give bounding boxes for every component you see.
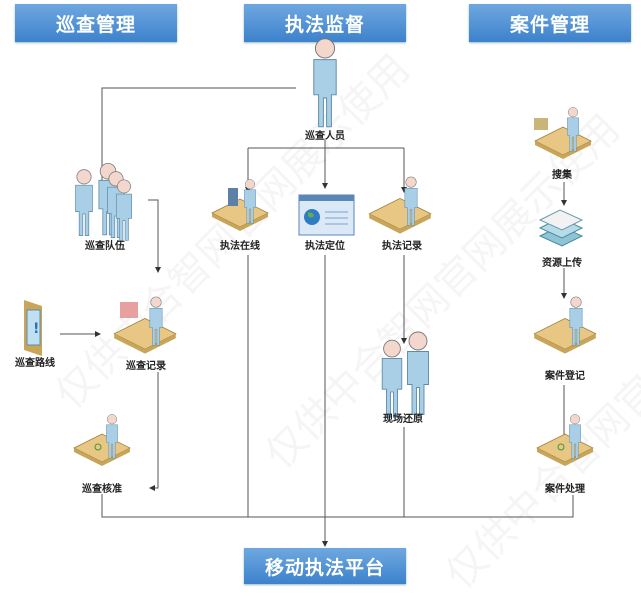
enforcement-record-icon <box>369 177 431 234</box>
node-enforcement-online: 执法在线 <box>220 241 260 252</box>
case-process-icon <box>537 414 593 466</box>
header-mobile-platform: 移动执法平台 <box>244 548 406 584</box>
node-enforcement-location: 执法定位 <box>305 241 345 252</box>
header-patrol-management: 巡查管理 <box>15 4 177 42</box>
enforcement-online-icon <box>212 179 268 231</box>
header-enforcement-supervision: 执法监督 <box>244 4 406 42</box>
enforcement-location-icon <box>298 194 355 236</box>
node-collect: 搜集 <box>552 170 572 181</box>
collect-icon <box>534 107 591 159</box>
node-scene-restore: 现场还原 <box>383 414 423 425</box>
patrol-record-icon <box>114 297 176 354</box>
scene-restore-icon <box>381 331 429 418</box>
diagram-canvas: ! <box>24 38 641 547</box>
patrol-approve-icon <box>74 414 130 466</box>
resource-upload-icon <box>538 209 584 247</box>
node-patrol-route: 巡查路线 <box>15 358 55 369</box>
node-case-register: 案件登记 <box>545 371 585 382</box>
case-register-icon <box>534 297 596 354</box>
patrol-team-icon <box>75 163 133 241</box>
patrol-route-icon: ! <box>24 300 42 356</box>
node-patrol-team: 巡查队伍 <box>85 241 125 252</box>
svg-text:!: ! <box>33 321 39 337</box>
patrol-staff-icon <box>313 38 337 128</box>
node-resource-upload: 资源上传 <box>542 258 582 269</box>
node-patrol-approve: 巡查核准 <box>82 484 122 495</box>
node-patrol-record: 巡查记录 <box>126 361 166 372</box>
node-enforcement-record: 执法记录 <box>382 241 422 252</box>
header-case-management: 案件管理 <box>469 4 631 42</box>
node-patrol-staff: 巡查人员 <box>305 131 345 142</box>
connector <box>99 87 296 186</box>
node-case-process: 案件处理 <box>545 484 585 495</box>
